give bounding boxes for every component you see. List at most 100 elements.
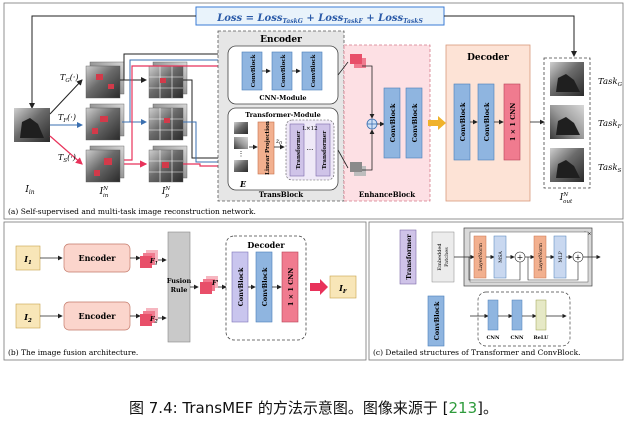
trans-block-label: TransBlock <box>259 190 303 199</box>
embedded-patches-box <box>431 231 455 283</box>
enhance-convblock-2-label: ConvBlock <box>411 103 419 142</box>
enhance-convblock-1 <box>383 87 401 159</box>
loss-line-left <box>29 15 196 109</box>
transformed-images-column <box>85 61 125 183</box>
residual-1 <box>468 257 521 281</box>
decoder-b-1x1-label: 1 × 1 CNN <box>287 268 295 306</box>
c-cnn-2-label: CNN <box>510 335 524 341</box>
c-relu <box>535 299 547 331</box>
panel-c: Transformer Embedded Patches L× LayerNor… <box>368 221 624 361</box>
arrow-to-trans-s <box>183 162 234 170</box>
enhance-convblock-1-label: ConvBlock <box>389 103 397 142</box>
enhance-line-top <box>362 65 375 119</box>
i1-box <box>15 245 41 271</box>
cnn-convblock-3-label: ConvBlock <box>311 54 317 87</box>
input-label: Iin <box>24 185 34 196</box>
encoder-1-label: Encoder <box>78 253 116 263</box>
svg-text:⋮: ⋮ <box>238 150 245 158</box>
e-label: E <box>239 179 247 189</box>
enhance-block-label: EnhanceBlock <box>359 190 415 199</box>
panel-b-frame <box>3 221 367 361</box>
f-prime-feature <box>200 276 218 294</box>
panel-a-caption: (a) Self-supervised and multi-task image… <box>8 207 256 216</box>
c-relu-label: ReLU <box>534 335 550 341</box>
c-transformer-label: Transformer <box>405 234 413 280</box>
decoder-b-title: Decoder <box>247 240 285 250</box>
encoder-2-label: Encoder <box>78 311 116 321</box>
enhance-line-bottom <box>362 129 375 171</box>
decoder-convblock-1-label: ConvBlock <box>459 102 467 141</box>
patch-image-f <box>148 103 188 141</box>
i2-label: I2 <box>23 312 32 324</box>
decoder-1x1-label: 1 × 1 CNN <box>509 103 517 141</box>
encoder-block: Encoder ConvBlock ConvBlock ConvBlock CN… <box>217 30 345 202</box>
patch-sequence: ⋮ <box>234 122 248 172</box>
layernorm-2-label: LayerNorm <box>538 243 544 271</box>
cnn-convblock-2-label: ConvBlock <box>281 54 287 87</box>
task-g-label: TaskG <box>598 77 623 88</box>
outputs-frame <box>543 57 591 189</box>
decoder-b-1x1-cnn <box>281 251 299 323</box>
panel-a-frame <box>3 2 624 220</box>
f1-feature <box>140 250 158 268</box>
figure-caption-prefix: 图 7.4: TransMEF 的方法示意图。图像来源于 [ <box>128 399 449 417</box>
panel-b-caption: (b) The image fusion architecture. <box>8 348 138 357</box>
svg-text:+: + <box>575 253 582 262</box>
output-images <box>550 62 584 182</box>
fusion-rule-label-1: Fusion <box>167 277 192 285</box>
enhance-block: ConvBlock ConvBlock EnhanceBlock <box>337 44 431 202</box>
residual-2 <box>527 257 579 281</box>
mlp-label: MLP <box>558 251 564 263</box>
panel-a: Loss = LossTaskG + LossTaskF + LossTaskS… <box>3 2 624 220</box>
cnn-convblock-3 <box>301 51 323 91</box>
c-cnn-2 <box>511 299 523 331</box>
transform-s-label: TS(·) <box>58 153 76 164</box>
transformer-ellipsis: ··· <box>307 146 314 154</box>
loss-line-right <box>444 15 577 57</box>
panel-b: I1 I2 Encoder Encoder F1 F2 Fusion Rule … <box>3 221 367 361</box>
tn-in-image-f <box>85 103 125 141</box>
figure-caption-suffix: ]。 <box>477 399 499 417</box>
c-cnn-1-label: CNN <box>486 335 500 341</box>
arrow-to-trans-f <box>183 121 233 165</box>
f2-feature <box>140 308 158 326</box>
c-transformer-box <box>399 229 417 285</box>
panel-c-caption: (c) Detailed structures of Transformer a… <box>373 348 581 357</box>
enhance-feature-cnn <box>350 54 362 64</box>
figure-caption: 图 7.4: TransMEF 的方法示意图。图像来源于 [213]。 <box>0 397 627 418</box>
enhance-feature-trans <box>350 162 362 172</box>
patch-image-g <box>148 61 188 99</box>
i1-label: I1 <box>23 254 32 266</box>
cnn-module-label: CNN-Module <box>259 94 306 102</box>
decoder-b-convblock-1-label: ConvBlock <box>237 267 245 306</box>
panel-c-frame <box>368 221 624 361</box>
patch-image-s <box>148 145 188 183</box>
task-f-label: TaskF <box>598 119 622 130</box>
linear-projection-label: Linear Projection <box>265 121 271 175</box>
transformer-2-label: Transformer <box>322 131 328 170</box>
transformer-module-label: Transformer-Module <box>245 111 320 119</box>
arrow-ts <box>49 135 83 165</box>
if-label: IF <box>338 283 348 295</box>
decoder-block-a: Decoder ConvBlock ConvBlock 1 × 1 CNN <box>445 44 531 202</box>
enhance-to-decoder-arrow <box>428 116 446 130</box>
tn-in-image-s <box>85 145 125 183</box>
decoder-convblock-2-label: ConvBlock <box>483 102 491 141</box>
transform-f-label: TF(·) <box>58 113 76 124</box>
i2-box <box>15 303 41 329</box>
decoder-1x1-cnn <box>503 83 521 161</box>
decoder-title: Decoder <box>467 53 509 63</box>
c-convblock-box <box>427 295 445 347</box>
layernorm-1-label: LayerNorm <box>478 243 484 271</box>
embedded-patches-label-1: Embedded <box>437 243 443 271</box>
enhance-in-trans <box>337 149 349 169</box>
task-s-label: TaskS <box>598 163 622 174</box>
loss-equation: Loss = LossTaskG + LossTaskF + LossTaskS <box>216 13 423 25</box>
encoder-title: Encoder <box>260 35 302 45</box>
transformer-2 <box>315 123 331 177</box>
figure-caption-ref[interactable]: 213 <box>448 399 478 417</box>
enhance-convblock-2 <box>405 87 423 159</box>
